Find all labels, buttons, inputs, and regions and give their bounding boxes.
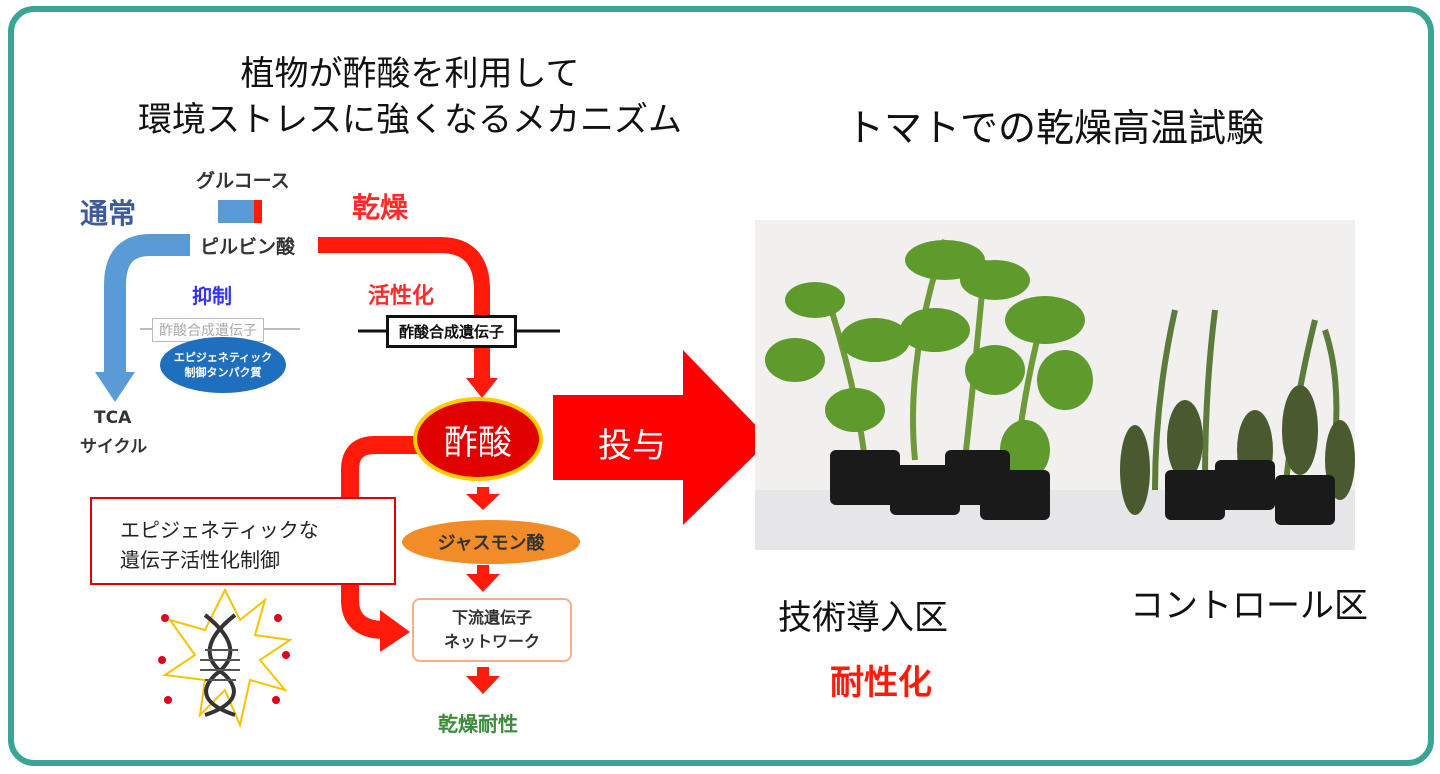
epigenetic-box-line2: 遺伝子活性化制御 xyxy=(120,548,280,572)
dna-icon xyxy=(158,587,293,729)
suppressed-gene-box: 酢酸合成遺伝子 xyxy=(152,318,264,342)
drought-pathway-arrow xyxy=(318,237,490,380)
glucose-label: グルコース xyxy=(196,170,290,192)
activate-label: 活性化 xyxy=(368,284,435,309)
administer-label: 投与 xyxy=(598,426,666,466)
epigenetic-box-line1: エピジェネティックな xyxy=(120,518,319,542)
right-title: トマトでの乾燥高温試験 xyxy=(845,106,1264,150)
treated-pots xyxy=(830,450,1050,520)
active-gene-box: 酢酸合成遺伝子 xyxy=(386,315,518,348)
downstream-network-box: 下流遺伝子 ネットワーク xyxy=(412,598,572,662)
epigenetic-protein-ellipse: エピジェネティック制御タンパク質 xyxy=(160,337,286,393)
jasmonic-acid-ellipse: ジャスモン酸 xyxy=(402,520,580,564)
normal-label: 通常 xyxy=(80,197,137,230)
drought-label: 乾燥 xyxy=(352,191,409,224)
epigenetic-arrow xyxy=(341,436,420,639)
downstream-line2: ネットワーク xyxy=(443,632,540,651)
glucose-bar xyxy=(218,200,262,223)
acetic-acid-ellipse: 酢酸 xyxy=(413,397,543,481)
treated-leaves xyxy=(765,240,1093,480)
control-group-label: コントロール区 xyxy=(1130,586,1368,626)
left-title-line1: 植物が酢酸を利用して xyxy=(240,54,580,94)
diagram-frame xyxy=(8,6,1434,766)
control-pots xyxy=(1165,460,1335,525)
left-title-line2: 環境ストレスに強くなるメカニズム xyxy=(138,100,682,140)
tomato-trial-photo xyxy=(755,220,1355,550)
treated-group-label: 技術導入区 xyxy=(778,598,948,638)
suppress-label: 抑制 xyxy=(192,284,232,308)
epigenetic-activation-box: エピジェネティックな 遺伝子活性化制御 xyxy=(90,497,396,585)
drought-tolerance-label: 乾燥耐性 xyxy=(438,712,518,736)
tca-label-line2: サイクル xyxy=(80,437,148,457)
normal-arrowhead xyxy=(95,372,135,402)
treated-result-label: 耐性化 xyxy=(830,663,932,703)
pyruvate-label: ピルビン酸 xyxy=(200,236,296,258)
tca-label-line1: TCA xyxy=(94,408,132,428)
normal-pathway-arrow xyxy=(104,234,190,375)
administer-arrow xyxy=(553,350,770,525)
downstream-line1: 下流遺伝子 xyxy=(451,608,532,627)
